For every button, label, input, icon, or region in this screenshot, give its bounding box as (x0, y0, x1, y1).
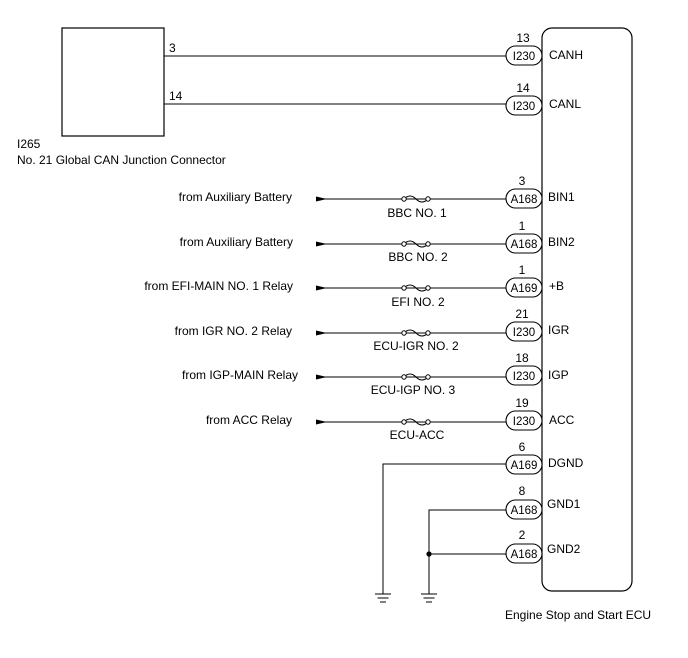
arrow-icon (316, 285, 327, 291)
connector-code: A168 (511, 549, 538, 561)
fuse-label: BBC NO. 2 (388, 250, 448, 264)
connector-code: I230 (513, 371, 535, 383)
connector-pill (505, 95, 543, 116)
fuse-label: BBC NO. 1 (387, 206, 447, 220)
ground-icon (375, 593, 391, 603)
power-line-igr: from IGR NO. 2 Relay ECU-IGR NO. 2 21 I2… (175, 307, 570, 353)
source-pin-label: 14 (169, 89, 183, 103)
terminal-name: DGND (548, 456, 584, 470)
connector-code: A169 (511, 283, 538, 295)
fuse-icon (403, 195, 429, 203)
ecu-box (541, 27, 633, 592)
ground-icon (421, 593, 437, 603)
connector-pill (505, 543, 543, 564)
ecu-pin-number: 1 (519, 263, 526, 277)
connector-pill (505, 188, 543, 209)
fuse-label: EFI NO. 2 (391, 295, 445, 309)
ecu-name: Engine Stop and Start ECU (505, 608, 651, 622)
connector-pill (505, 454, 543, 475)
power-source-label: from ACC Relay (206, 413, 292, 427)
arrow-icon (316, 419, 327, 425)
fuse-icon (403, 240, 429, 248)
terminal-name: IGP (548, 368, 569, 382)
connector-pill (505, 321, 543, 342)
junction-connector-box (61, 27, 165, 137)
terminal-name: +B (549, 279, 564, 293)
fuse-label: ECU-IGP NO. 3 (371, 383, 456, 397)
connector-code: A169 (511, 460, 538, 472)
power-line-bin2: from Auxiliary Battery BBC NO. 2 1 A168 … (180, 219, 575, 264)
ground-line-gnd1: 8 A168 GND1 (428, 484, 581, 594)
power-line-bin1: from Auxiliary Battery BBC NO. 1 3 A168 … (179, 174, 575, 220)
junction-dot (426, 551, 432, 557)
connector-pill (505, 410, 543, 431)
arrow-icon (316, 196, 327, 202)
arrow-icon (316, 330, 327, 336)
terminal-name: BIN2 (548, 235, 575, 249)
can-line-canh: 3 13 I230 CANH (164, 31, 583, 66)
fuse-label: ECU-IGR NO. 2 (373, 339, 459, 353)
ecu-pin-number: 3 (519, 174, 526, 188)
ecu-pin-number: 6 (519, 440, 526, 454)
connector-pill (505, 233, 543, 254)
connector-code: A168 (511, 505, 538, 517)
power-line-igp: from IGP-MAIN Relay ECU-IGP NO. 3 18 I23… (182, 351, 569, 397)
ecu-pin-number: 19 (515, 396, 529, 410)
ground-line-dgnd: 6 A169 DGND (382, 440, 584, 594)
terminal-name: CANH (549, 48, 583, 62)
connector-code: A168 (511, 194, 538, 206)
terminal-name: BIN1 (548, 190, 575, 204)
power-source-label: from IGR NO. 2 Relay (175, 324, 292, 338)
connector-code: I230 (513, 327, 535, 339)
junction-connector-name: No. 21 Global CAN Junction Connector (17, 153, 226, 167)
connector-pill (505, 499, 543, 520)
connector-code: I230 (513, 101, 535, 113)
connector-code: I230 (513, 51, 535, 63)
terminal-name: IGR (548, 323, 570, 337)
fuse-label: ECU-ACC (390, 428, 445, 442)
power-source-label: from EFI-MAIN NO. 1 Relay (144, 279, 293, 293)
ecu-pin-number: 13 (516, 31, 530, 45)
power-line-plus-b: from EFI-MAIN NO. 1 Relay EFI NO. 2 1 A1… (144, 263, 564, 309)
ecu-pin-number: 2 (519, 528, 526, 542)
ecu-pin-number: 21 (515, 307, 529, 321)
ecu-pin-number: 1 (519, 219, 526, 233)
terminal-name: GND1 (547, 497, 581, 511)
connector-pill (505, 45, 543, 66)
fuse-icon (403, 284, 429, 292)
fuse-icon (403, 329, 429, 337)
connector-code: I230 (513, 416, 535, 428)
ground-line-gnd2: 2 A168 GND2 (426, 528, 581, 564)
connector-code: A168 (511, 239, 538, 251)
connector-pill (505, 277, 543, 298)
can-line-canl: 14 14 I230 CANL (164, 81, 581, 116)
arrow-icon (316, 241, 327, 247)
power-line-acc: from ACC Relay ECU-ACC 19 I230 ACC (206, 396, 575, 442)
terminal-name: ACC (549, 413, 575, 427)
power-source-label: from Auxiliary Battery (180, 235, 293, 249)
connector-pill (505, 365, 543, 386)
ecu-pin-number: 8 (519, 484, 526, 498)
terminal-name: CANL (549, 97, 581, 111)
source-pin-label: 3 (169, 41, 176, 55)
junction-connector-code: I265 (17, 137, 41, 151)
terminal-name: GND2 (547, 542, 581, 556)
fuse-icon (403, 373, 429, 381)
ecu-pin-number: 18 (515, 351, 529, 365)
ecu-pin-number: 14 (516, 81, 530, 95)
fuse-icon (403, 418, 429, 426)
power-source-label: from IGP-MAIN Relay (182, 368, 298, 382)
arrow-icon (316, 374, 327, 380)
power-source-label: from Auxiliary Battery (179, 190, 292, 204)
